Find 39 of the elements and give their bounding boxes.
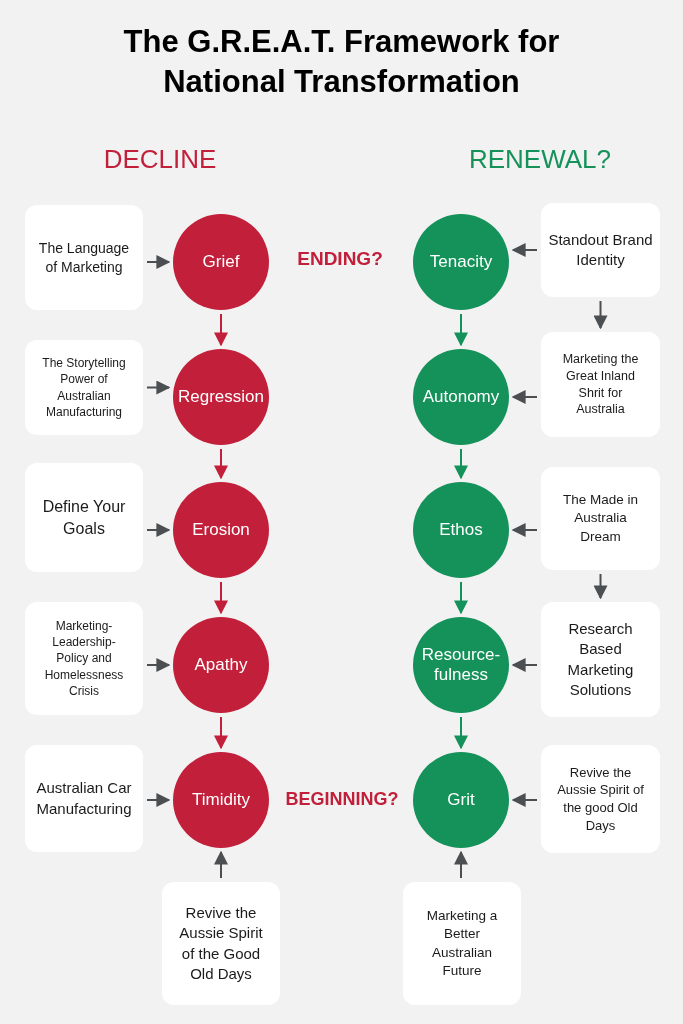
note-card: Research Based Marketing Solutions <box>541 602 660 717</box>
note-card: Revive the Aussie Spirit of the Good Old Days <box>162 882 280 1005</box>
arrow <box>214 716 228 750</box>
arrow <box>146 793 171 807</box>
arrow <box>593 573 608 600</box>
arrow <box>511 243 538 257</box>
note-card: The Made in Australia Dream <box>541 467 660 570</box>
arrow <box>214 313 228 347</box>
note-card: Marketing-Leadership-Policy and Homelessness Crisis <box>25 602 143 715</box>
note-card: The Storytelling Power of Australian Manufacturing <box>25 340 143 435</box>
arrow <box>454 716 468 750</box>
arrow <box>214 850 228 879</box>
arrow <box>511 793 538 807</box>
arrow <box>146 255 171 269</box>
arrow <box>146 658 171 672</box>
note-card: Standout Brand Identity <box>541 203 660 297</box>
note-card: Revive the Aussie Spirit of the good Old Days <box>541 745 660 853</box>
arrow <box>454 313 468 347</box>
note-card: Define Your Goals <box>25 463 143 572</box>
arrow <box>454 448 468 480</box>
arrow <box>146 380 171 395</box>
column-heading: DECLINE <box>102 143 218 176</box>
arrow <box>454 850 468 879</box>
arrow <box>214 448 228 480</box>
diagram-title: The G.R.E.A.T. Framework for National Transformation <box>122 23 561 101</box>
arrow <box>593 300 608 330</box>
stage-marker: BEGINNING? <box>284 788 400 811</box>
note-card: Marketing a Better Australian Future <box>403 882 521 1005</box>
arrow <box>146 523 171 537</box>
note-card: Marketing the Great Inland Shrit for Australia <box>541 332 660 437</box>
arrow <box>454 581 468 615</box>
column-heading: RENEWAL? <box>467 143 613 176</box>
note-card: Australian Car Manufacturing <box>25 745 143 852</box>
arrow <box>511 390 538 404</box>
arrow <box>214 581 228 615</box>
stage-marker: ENDING? <box>296 247 384 271</box>
arrow <box>511 523 538 537</box>
note-card: The Language of Marketing <box>25 205 143 310</box>
arrow <box>511 658 538 672</box>
